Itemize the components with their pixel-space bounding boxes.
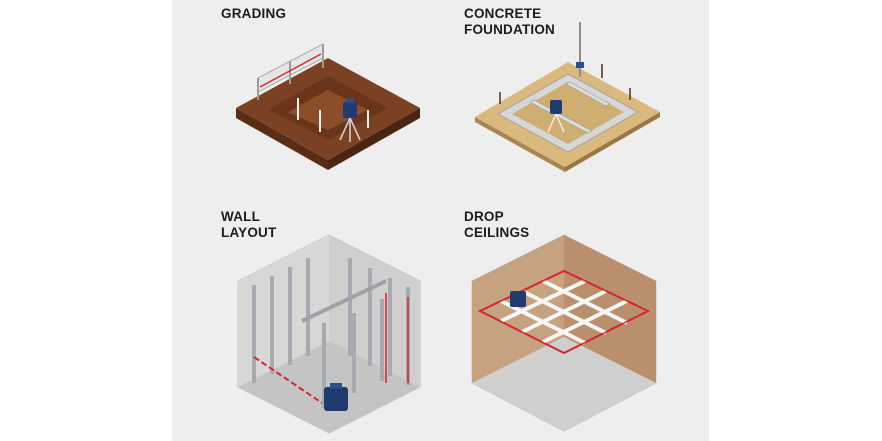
interior-wall bbox=[529, 99, 593, 134]
tile-label-concrete-foundation: CONCRETE FOUNDATION bbox=[464, 6, 555, 38]
tripod-leg bbox=[555, 113, 565, 133]
laser-perimeter-line bbox=[478, 270, 650, 354]
wall-title-line1: WALL bbox=[221, 209, 261, 224]
foundation-illustration bbox=[475, 22, 660, 172]
laser-line bbox=[259, 53, 322, 88]
ceiling-grid bbox=[500, 279, 628, 345]
tripod-leg bbox=[349, 117, 361, 141]
concrete-title-line1: CONCRETE bbox=[464, 6, 542, 21]
laser-head bbox=[346, 98, 354, 103]
tile-label-wall-layout: WALL LAYOUT bbox=[221, 209, 276, 241]
tripod-leg bbox=[547, 113, 557, 133]
line-laser bbox=[324, 387, 348, 411]
rotary-laser bbox=[510, 291, 526, 307]
laser-floor-line bbox=[253, 356, 323, 404]
interior-wall bbox=[565, 81, 611, 107]
rotary-laser bbox=[343, 102, 357, 118]
tile-label-drop-ceilings: DROP CEILINGS bbox=[464, 209, 529, 241]
soil-left-side bbox=[236, 108, 328, 170]
drop-ceilings-illustration bbox=[471, 234, 657, 432]
sand-right-side bbox=[565, 112, 660, 172]
tile-label-grading: GRADING bbox=[221, 6, 286, 22]
laser-head bbox=[330, 383, 342, 389]
rotary-laser bbox=[550, 100, 562, 114]
grading-title: GRADING bbox=[221, 6, 287, 21]
concrete-floor bbox=[472, 337, 656, 431]
concrete-title-line2: FOUNDATION bbox=[464, 22, 555, 37]
tripod-leg bbox=[339, 117, 351, 141]
wall-layout-illustration bbox=[237, 234, 421, 434]
laser-receiver bbox=[576, 62, 584, 68]
drop-title-line2: CEILINGS bbox=[464, 225, 530, 240]
wall-title-line2: LAYOUT bbox=[221, 225, 277, 240]
sand-left-side bbox=[475, 117, 565, 172]
grading-illustration bbox=[236, 43, 420, 170]
soil-right-side bbox=[328, 108, 420, 170]
drop-title-line1: DROP bbox=[464, 209, 504, 224]
top-track bbox=[301, 279, 387, 323]
